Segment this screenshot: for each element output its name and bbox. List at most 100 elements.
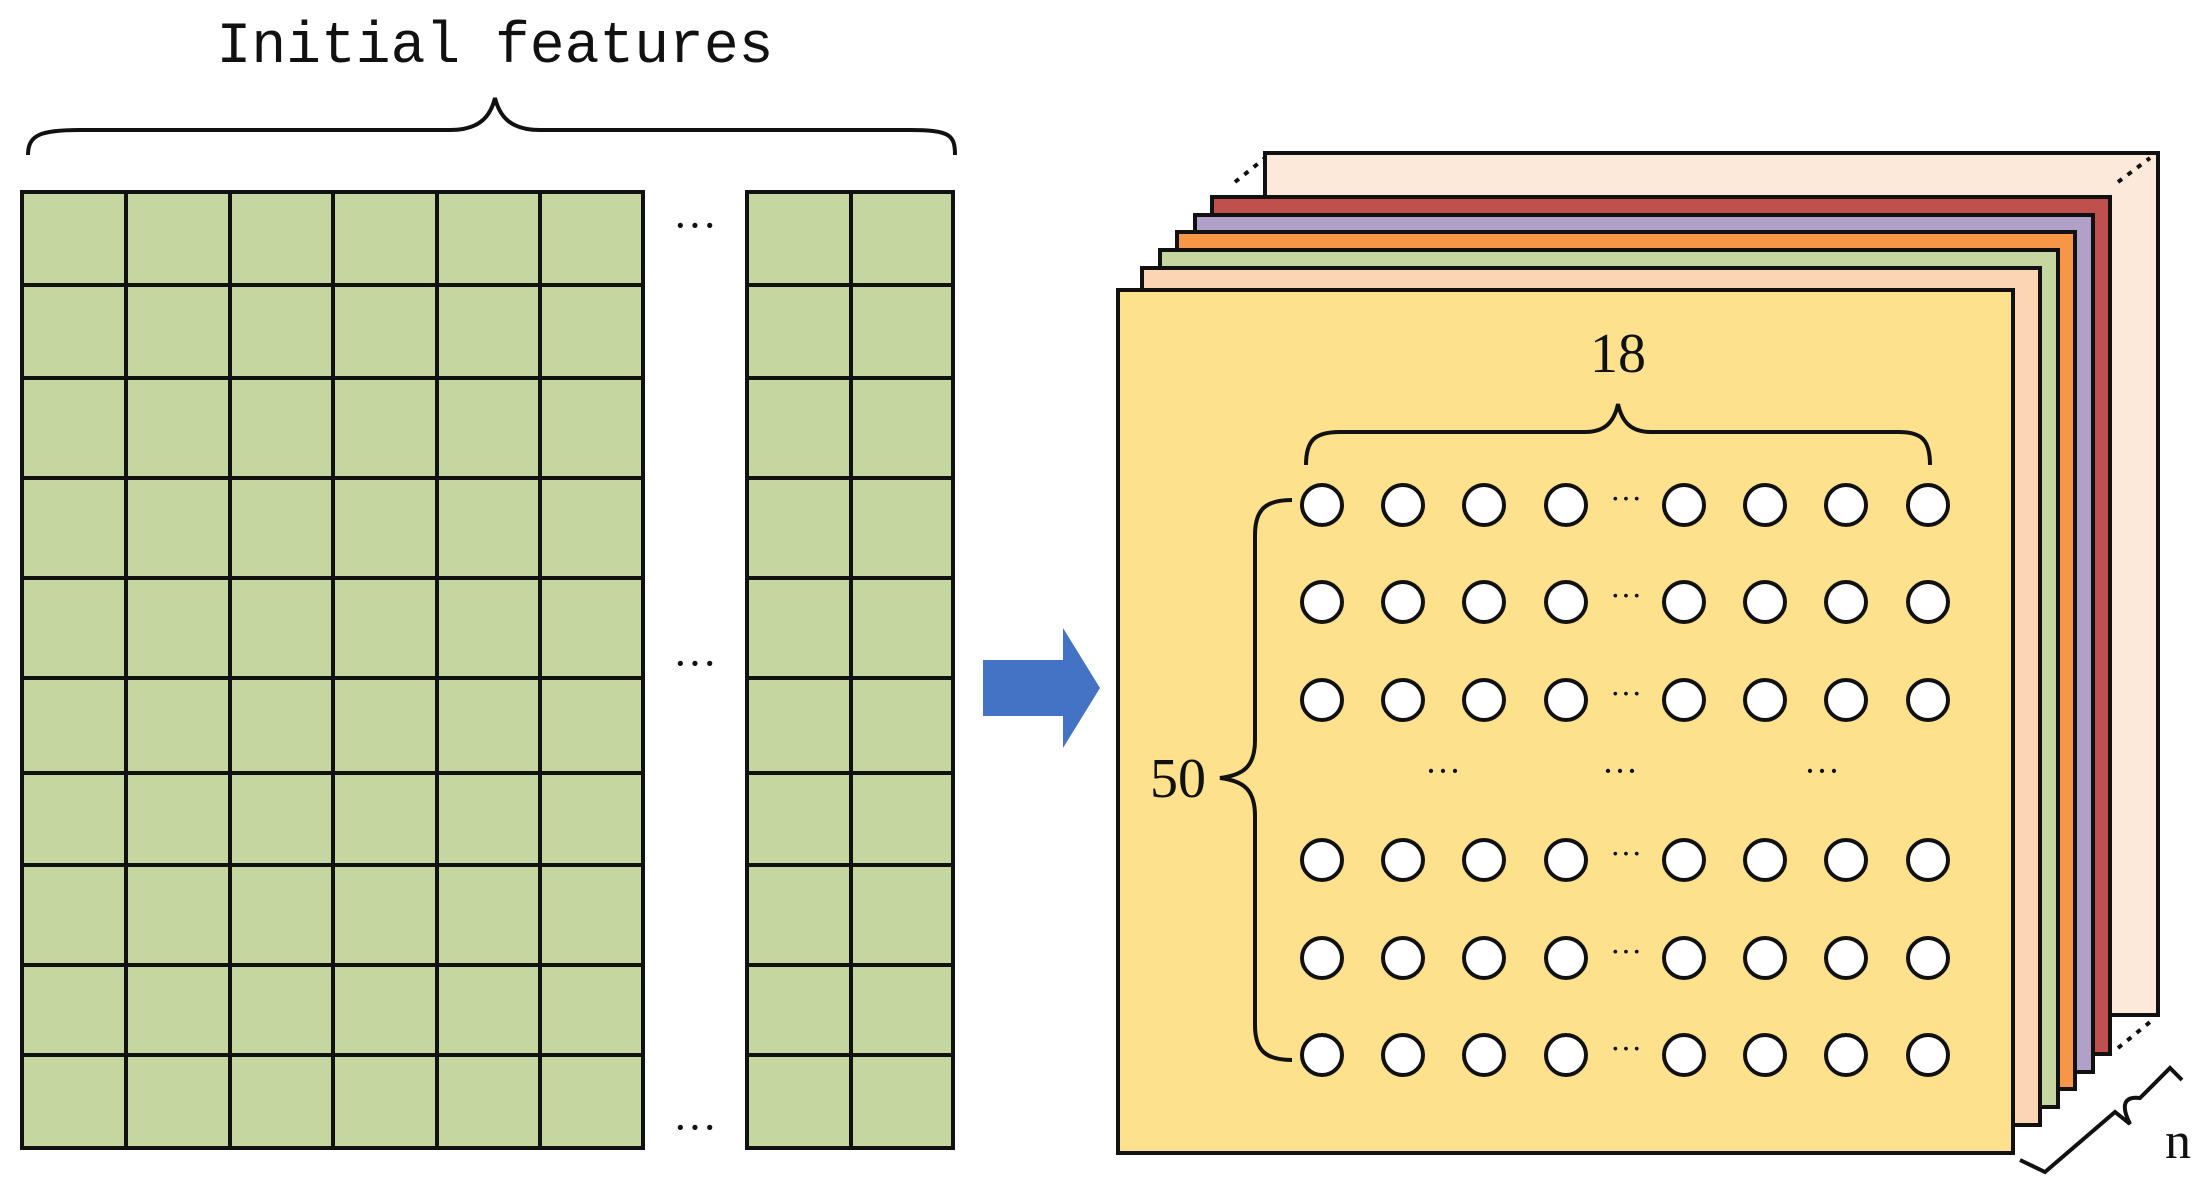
node [1300, 483, 1344, 527]
feature-cell [124, 376, 232, 480]
row-ellipsis: ··· [1610, 835, 1642, 871]
depth-label-n: n [2165, 1113, 2191, 1170]
feature-cell [745, 771, 853, 867]
node [1544, 678, 1588, 722]
depth-curly-brace [2019, 1065, 2184, 1175]
feature-cell [20, 476, 128, 580]
node [1906, 678, 1950, 722]
node [1300, 580, 1344, 624]
row-ellipsis: ··· [1610, 933, 1642, 969]
node [1743, 483, 1787, 527]
node [1462, 580, 1506, 624]
node [1544, 483, 1588, 527]
feature-cell [228, 283, 335, 380]
feature-cell [849, 963, 955, 1057]
node [1381, 678, 1425, 722]
feature-cell [20, 376, 128, 480]
column-ellipsis-middle: ··· [673, 639, 717, 688]
feature-cell [331, 863, 439, 967]
column-ellipsis-bottom: ··· [673, 1103, 717, 1152]
node [1906, 936, 1950, 980]
feature-grid-main [20, 190, 645, 1150]
node [1381, 483, 1425, 527]
feature-cell [435, 376, 542, 480]
width-curly-brace [1304, 403, 1932, 466]
initial-features-title: Initial features [217, 15, 774, 80]
feature-cell [538, 283, 645, 380]
column-ellipsis-top: ··· [673, 201, 717, 250]
feature-grid-tail [745, 190, 955, 1150]
feature-cell [20, 576, 128, 680]
node [1544, 1033, 1588, 1077]
feature-cell [745, 190, 853, 287]
node [1662, 678, 1706, 722]
feature-cell [228, 376, 335, 480]
node [1906, 1033, 1950, 1077]
feature-cell [435, 963, 542, 1057]
feature-cell [849, 476, 955, 580]
skip-rows-dots-2: ··· [1602, 751, 1638, 791]
feature-cell [124, 1053, 232, 1150]
feature-cell [849, 190, 955, 287]
node [1300, 678, 1344, 722]
width-label-18: 18 [1590, 323, 1646, 385]
feature-cell [20, 963, 128, 1057]
feature-cell [745, 376, 853, 480]
feature-cell [849, 771, 955, 867]
skip-rows-dots-1: ··· [1425, 751, 1461, 791]
node [1662, 580, 1706, 624]
feature-cell [20, 676, 128, 775]
node [1544, 838, 1588, 882]
feature-cell [20, 283, 128, 380]
node [1544, 936, 1588, 980]
node [1381, 580, 1425, 624]
feature-cell [20, 190, 128, 287]
node [1462, 1033, 1506, 1077]
feature-cell [745, 963, 853, 1057]
node [1300, 936, 1344, 980]
feature-cell [331, 963, 439, 1057]
feature-cell [538, 1053, 645, 1150]
node [1462, 483, 1506, 527]
row-ellipsis: ··· [1610, 577, 1642, 613]
feature-map-stack [1116, 151, 2160, 1155]
row-ellipsis: ··· [1610, 480, 1642, 516]
feature-cell [849, 676, 955, 775]
row-ellipsis: ··· [1610, 675, 1642, 711]
top-curly-brace [26, 97, 957, 156]
node [1743, 580, 1787, 624]
node [1300, 1033, 1344, 1077]
feature-cell [228, 576, 335, 680]
feature-cell [849, 863, 955, 967]
feature-cell [435, 863, 542, 967]
node [1824, 483, 1868, 527]
node [1381, 1033, 1425, 1077]
node [1462, 936, 1506, 980]
node [1906, 580, 1950, 624]
feature-cell [20, 863, 128, 967]
feature-cell [124, 190, 232, 287]
feature-cell [331, 476, 439, 580]
feature-cell [538, 476, 645, 580]
node [1824, 678, 1868, 722]
feature-cell [228, 476, 335, 580]
feature-cell [435, 676, 542, 775]
feature-cell [228, 190, 335, 287]
transform-arrow [983, 628, 1100, 748]
feature-cell [331, 1053, 439, 1150]
feature-cell [331, 283, 439, 380]
feature-cell [435, 771, 542, 867]
height-label-50: 50 [1150, 748, 1206, 810]
feature-cell [849, 283, 955, 380]
feature-cell [745, 476, 853, 580]
height-curly-brace [1219, 498, 1293, 1062]
feature-cell [228, 863, 335, 967]
node [1824, 1033, 1868, 1077]
feature-cell [435, 476, 542, 580]
node [1743, 936, 1787, 980]
feature-cell [538, 576, 645, 680]
feature-cell [849, 1053, 955, 1150]
feature-cell [331, 771, 439, 867]
node [1462, 678, 1506, 722]
